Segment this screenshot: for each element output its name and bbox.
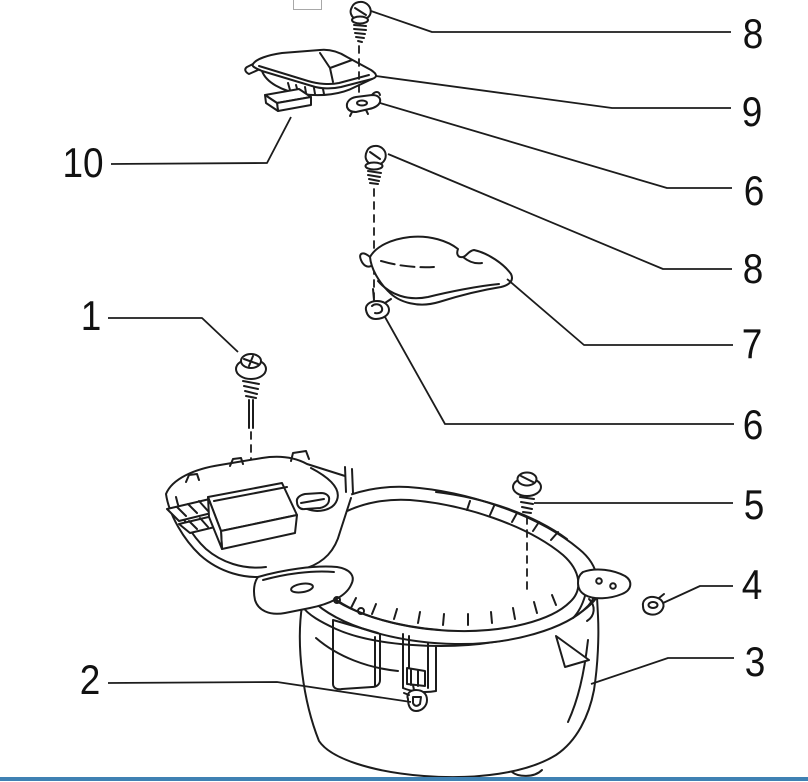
leader-line-4 [662,585,733,604]
leader-line-6-lower [384,316,734,425]
callout-label-1: 1 [80,292,102,339]
callout-label-8-top: 8 [742,10,764,57]
clip-6-lower [364,288,392,320]
callout-label-8-mid: 8 [742,245,764,292]
callout-label-9: 9 [741,88,763,135]
callout-label-3: 3 [744,638,766,685]
lid-part-9 [244,48,377,97]
leader-line-8-mid [387,153,732,270]
helmet-box-part-3 [165,450,632,779]
callout-label-10: 10 [62,139,104,186]
bracket-6-upper [345,91,382,117]
cover-part-7 [359,235,513,306]
nut-part-4 [641,593,665,616]
latch-part-2 [403,684,428,712]
screw-8-lower [364,144,387,299]
callout-leader-lines [107,10,734,703]
leader-line-3 [590,657,734,685]
leader-line-1 [108,317,239,353]
scan-artifact-box [293,0,322,10]
callout-label-4: 4 [741,561,763,608]
leader-line-7 [506,278,733,346]
callout-label-5: 5 [743,481,765,528]
callout-label-6-lower: 6 [742,401,764,448]
screw-8-upper [349,0,372,93]
screw-5 [512,471,542,596]
footer-divider [0,777,808,781]
callout-label-6-upper: 6 [743,167,765,214]
callout-label-7: 7 [741,320,763,367]
screw-1 [235,353,267,460]
leader-line-10 [110,116,292,165]
leader-line-9 [375,75,731,109]
rubber-pad-part-10 [264,88,312,112]
leader-line-6-upper [379,102,732,189]
leader-line-8-top [370,10,731,33]
callout-label-2: 2 [79,656,101,703]
leader-line-2 [107,681,412,703]
